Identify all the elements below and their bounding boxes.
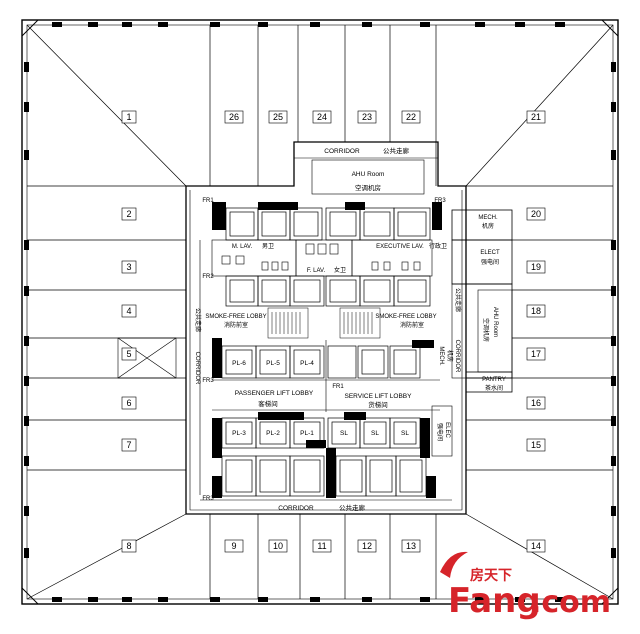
unit-label: 12 — [362, 541, 372, 551]
unit-label: 23 — [362, 112, 372, 122]
watermark-logo: 房天下 Fang .com — [440, 551, 611, 621]
unit-label: 5 — [126, 349, 131, 359]
lift-label: PL-4 — [300, 360, 314, 367]
passenger-lobby-label-cn: 客梯间 — [258, 399, 278, 408]
lift-label: SL — [340, 430, 348, 437]
stairs — [267, 307, 381, 339]
unit-label: 15 — [531, 440, 541, 450]
service-area-upper — [327, 345, 421, 379]
smoke-lobby-right-label-cn: 消防前室 — [400, 321, 424, 329]
m-lav-label: M. LAV. — [232, 244, 253, 250]
unit-label: 3 — [126, 262, 131, 272]
unit-label: 13 — [406, 541, 416, 551]
lift-label: SL — [371, 430, 379, 437]
elevator-bank-bottom — [221, 455, 427, 497]
exec-lav-label: EXECUTIVE LAV. — [376, 244, 424, 250]
service-lifts — [327, 417, 421, 449]
watermark-brand: Fang — [448, 581, 541, 621]
corridor-bottom-label: CORRIDOR — [278, 505, 314, 512]
smoke-lobby-right-label: SMOKE-FREE LOBBY — [375, 314, 436, 320]
stair-tag: FR1 — [332, 384, 344, 390]
f-lav-label: F. LAV. — [307, 268, 326, 274]
exec-lav-label-cn: 行政卫 — [429, 242, 447, 250]
mech-mid-label: MECH. — [438, 346, 444, 366]
unit-label: 2 — [126, 209, 131, 219]
elec-low-label: ELEC — [444, 422, 450, 438]
unit-label: 21 — [531, 112, 541, 122]
unit-label: 25 — [273, 112, 283, 122]
unit-label: 14 — [531, 541, 541, 551]
f-lav-label-cn: 女卫 — [334, 266, 346, 274]
ahu-right-label-cn: 空调机房 — [482, 318, 490, 342]
unit-label: 4 — [126, 306, 131, 316]
unit-label: 22 — [406, 112, 416, 122]
mech-label: MECH. — [478, 215, 498, 221]
ahu-room-label-cn: 空调机房 — [355, 183, 381, 192]
perimeter-columns — [24, 22, 616, 602]
stair-tags: FR1 FR3 FR2 FR3 FR1 FR3 — [202, 198, 446, 502]
stair-tag: FR1 — [202, 198, 214, 204]
elect-label: ELECT — [480, 250, 500, 256]
elevator-bank-top — [225, 207, 431, 241]
passenger-lifts-upper — [221, 345, 325, 379]
elec-low-label-cn: 强电间 — [436, 423, 444, 441]
corridor-left-label: CORRIDOR — [194, 352, 200, 385]
unit-label: 17 — [531, 349, 541, 359]
lift-label: PL-5 — [266, 360, 280, 367]
corridor-right-label-cn: 公共走廊 — [454, 288, 462, 312]
passenger-lifts-lower — [221, 417, 325, 449]
corridor-left-label-cn: 公共走廊 — [194, 308, 202, 332]
m-lav-label-cn: 男卫 — [262, 243, 274, 250]
unit-label: 20 — [531, 209, 541, 219]
smoke-lobby-left-label: SMOKE-FREE LOBBY — [205, 314, 266, 320]
lift-label: PL-6 — [232, 360, 246, 367]
unit-label: 8 — [126, 541, 131, 551]
unit-label: 18 — [531, 306, 541, 316]
unit-label: 16 — [531, 398, 541, 408]
elevator-bank-mid — [225, 275, 431, 307]
corridor-top-label-cn: 公共走廊 — [383, 146, 410, 155]
service-lobby-label-cn: 货梯间 — [368, 400, 388, 409]
room-labels: CORRIDOR 公共走廊 AHU Room 空调机房 M. LAV. 男卫 F… — [194, 146, 506, 512]
smoke-lobby-left-label-cn: 消防前室 — [224, 321, 248, 329]
lift-label: SL — [401, 430, 409, 437]
unit-label: 10 — [273, 541, 283, 551]
ahu-right-label: AHU Room — [492, 307, 498, 337]
stair-tag: FR2 — [202, 274, 214, 280]
unit-number-labels: 1 26 25 24 23 22 21 2 3 4 5 6 7 20 19 18… — [121, 110, 546, 553]
mech-label-cn: 机房 — [482, 222, 494, 230]
passenger-lobby-label: PASSENGER LIFT LOBBY — [235, 390, 314, 397]
stair-tag: FR3 — [202, 496, 214, 502]
mech-mid-label-cn: 机房 — [446, 350, 454, 362]
unit-label: 19 — [531, 262, 541, 272]
pantry-label-cn: 茶水间 — [485, 384, 503, 392]
lift-label: PL-2 — [266, 430, 280, 437]
unit-label: 7 — [126, 440, 131, 450]
stair-tag: FR3 — [434, 198, 446, 204]
unit-label: 1 — [126, 112, 131, 122]
lift-label: PL-3 — [232, 430, 246, 437]
unit-label: 9 — [231, 541, 236, 551]
corridor-bottom-label-cn: 公共走廊 — [339, 503, 366, 512]
watermark-domain: .com — [530, 585, 611, 620]
ahu-room-label: AHU Room — [352, 171, 385, 178]
unit-label: 26 — [229, 112, 239, 122]
service-lobby-label: SERVICE LIFT LOBBY — [345, 393, 413, 400]
unit-partitions — [26, 24, 614, 600]
unit-label: 24 — [317, 112, 327, 122]
lift-labels: PL-6 PL-5 PL-4 PL-3 PL-2 PL-1 SL SL SL — [232, 360, 409, 437]
unit-label: 11 — [317, 541, 326, 551]
elect-label-cn: 强电间 — [481, 258, 499, 266]
watermark-cn: 房天下 — [470, 567, 512, 584]
logo-swoosh-icon — [440, 551, 468, 578]
lift-label: PL-1 — [300, 430, 314, 437]
corridor-right-label: CORRIDOR — [454, 340, 460, 373]
unit-5-void — [117, 337, 177, 379]
pantry-label: PANTRY — [482, 377, 506, 383]
stair-tag: FR3 — [202, 378, 214, 384]
unit-label: 6 — [126, 398, 131, 408]
core-outline — [185, 141, 513, 515]
corridor-top-label: CORRIDOR — [324, 148, 360, 155]
